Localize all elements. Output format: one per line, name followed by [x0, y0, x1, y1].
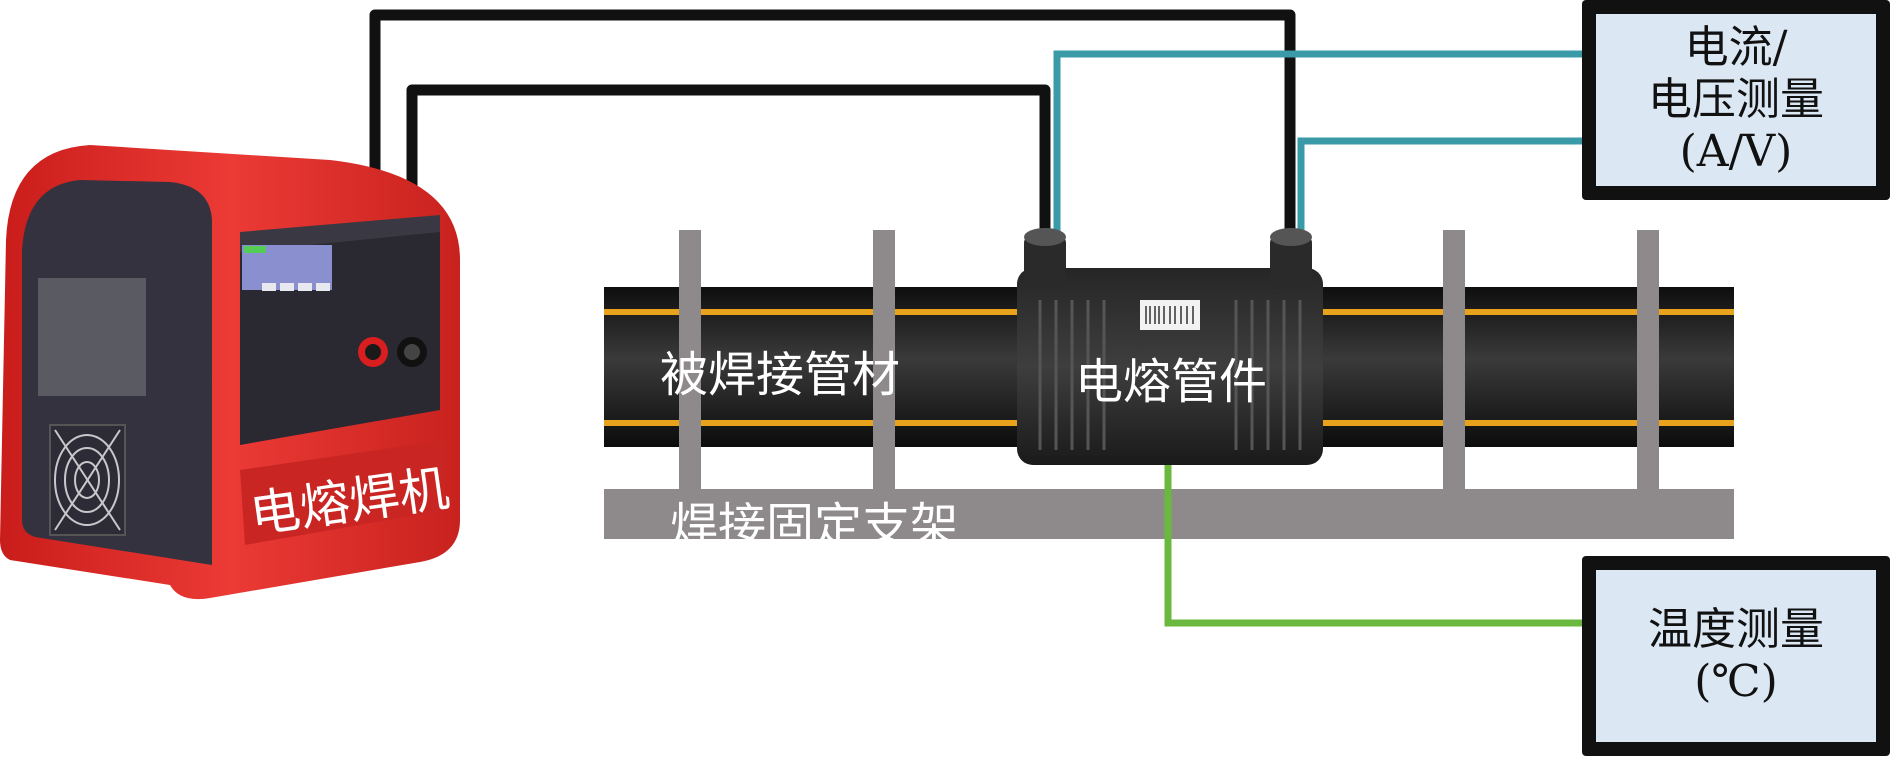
- temperature-meter: 温度测量 (℃): [1582, 556, 1890, 756]
- meter-screen: 电流/ 电压测量 (A/V): [1596, 14, 1876, 186]
- bracket-post: [679, 230, 701, 490]
- barcode-label-icon: [1140, 300, 1200, 330]
- bracket-post: [1443, 230, 1465, 490]
- black-terminal-icon: [397, 337, 427, 367]
- meter-title: 温度测量: [1648, 604, 1824, 656]
- bracket-post: [1637, 230, 1659, 490]
- bracket-label: 焊接固定支架: [670, 498, 959, 554]
- meter-unit: (A/V): [1679, 125, 1793, 177]
- fan-grille-icon: [49, 424, 126, 536]
- signal-wire-right: [1297, 137, 1582, 245]
- meter-title-line2: 电压测量: [1648, 74, 1824, 126]
- welder-label-plate: [240, 440, 445, 545]
- electrofusion-fitting: [1017, 228, 1323, 465]
- bracket-post: [873, 230, 895, 490]
- fitting-label: 电熔管件: [1075, 354, 1268, 410]
- red-terminal-icon: [358, 337, 388, 367]
- welder-screen: [38, 278, 146, 396]
- meter-unit: (℃): [1694, 656, 1778, 707]
- pipe-label: 被焊接管材: [660, 347, 901, 403]
- signal-wire-left: [1053, 50, 1582, 245]
- welder-machine: [0, 145, 460, 600]
- bracket-posts: [679, 230, 1659, 490]
- current-voltage-meter: 电流/ 电压测量 (A/V): [1582, 0, 1890, 200]
- signal-wires: [1053, 50, 1582, 245]
- meter-title-line1: 电流/: [1684, 22, 1788, 74]
- meter-screen: 温度测量 (℃): [1596, 570, 1876, 742]
